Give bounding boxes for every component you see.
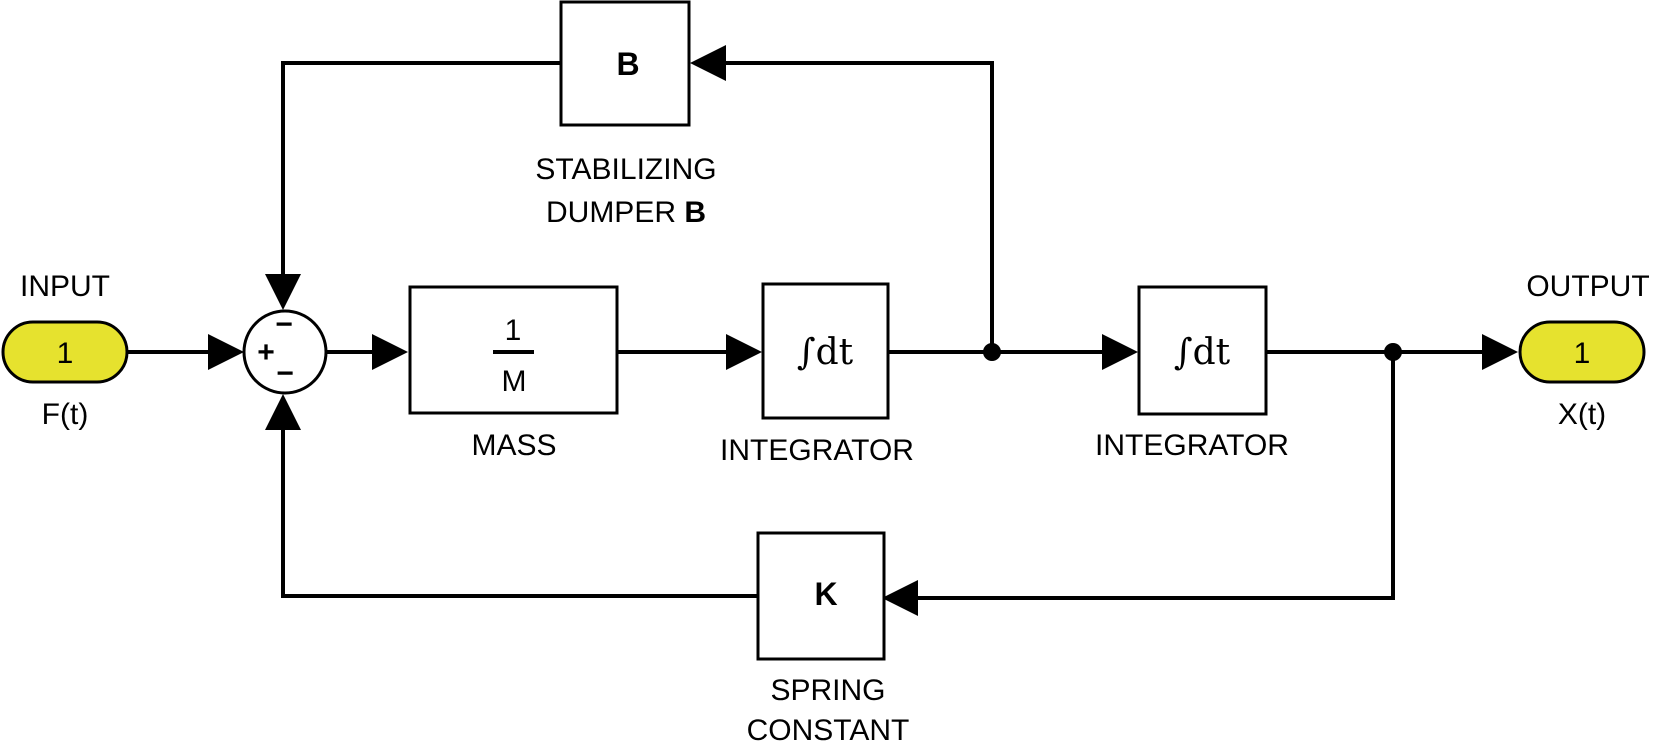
integrator-2-label: INTEGRATOR [1095, 429, 1289, 462]
sum-block[interactable]: − + − [242, 308, 328, 395]
integrator-2-expr: ∫dt [1174, 332, 1231, 373]
input-port-signal: F(t) [42, 398, 89, 431]
input-port[interactable]: 1 [1, 320, 129, 384]
damper-label-line2-text: DUMPER [546, 196, 684, 229]
wire-damper-feedback-to-sum [281, 61, 560, 282]
spring-block[interactable]: K [756, 531, 886, 661]
damper-label-line2: DUMPER B [546, 196, 706, 229]
output-port-signal: X(t) [1558, 398, 1606, 431]
mass-block[interactable]: 1 M [408, 285, 619, 415]
arrow-into-sum-top [265, 274, 301, 310]
wire-damper-feedback-up [725, 61, 994, 352]
output-port-title: OUTPUT [1526, 270, 1649, 303]
input-port-shape[interactable] [1, 320, 129, 384]
mass-denominator: M [502, 365, 527, 398]
input-port-title: INPUT [20, 270, 110, 303]
junction-dot-velocity [983, 343, 1001, 361]
sum-sign-top: − [275, 308, 293, 341]
damper-label-line2-bold: B [684, 196, 706, 229]
junction-dot-position [1384, 343, 1402, 361]
output-port[interactable]: 1 [1518, 320, 1646, 384]
sum-circle[interactable] [242, 309, 328, 395]
spring-label-line1: SPRING [770, 674, 885, 707]
wire-spring-feedback-down [916, 352, 1395, 600]
sum-sign-left: + [257, 336, 275, 369]
arrow-into-integrator-2 [1102, 334, 1138, 370]
spring-block-box[interactable] [756, 531, 886, 661]
integrator-1-label: INTEGRATOR [720, 434, 914, 467]
arrow-into-output [1482, 334, 1518, 370]
arrow-into-integrator-1 [726, 334, 762, 370]
output-port-number: 1 [1574, 337, 1591, 370]
integrator-2-box[interactable] [1137, 285, 1268, 416]
damper-block-box[interactable] [559, 0, 691, 127]
arrow-into-mass [372, 334, 408, 370]
damper-symbol: B [616, 46, 639, 82]
arrow-into-spring [882, 580, 918, 616]
spring-symbol: K [814, 576, 837, 612]
damper-block[interactable]: B [559, 0, 691, 127]
integrator-2-block[interactable]: ∫dt [1137, 285, 1268, 416]
spring-label-line2: CONSTANT [747, 714, 910, 745]
mass-label: MASS [471, 429, 556, 462]
integrator-1-box[interactable] [761, 282, 890, 420]
output-port-shape[interactable] [1518, 320, 1646, 384]
integrator-1-block[interactable]: ∫dt [761, 282, 890, 420]
wire-spring-feedback-to-sum [281, 420, 758, 598]
damper-label-line1: STABILIZING [535, 153, 716, 186]
integrator-1-expr: ∫dt [797, 332, 854, 373]
arrow-into-sum-bottom [265, 394, 301, 430]
input-port-number: 1 [57, 337, 74, 370]
sum-sign-bottom: − [276, 357, 294, 390]
arrow-into-damper [690, 45, 726, 81]
arrow-into-sum-left [208, 334, 244, 370]
mass-numerator: 1 [505, 314, 522, 347]
